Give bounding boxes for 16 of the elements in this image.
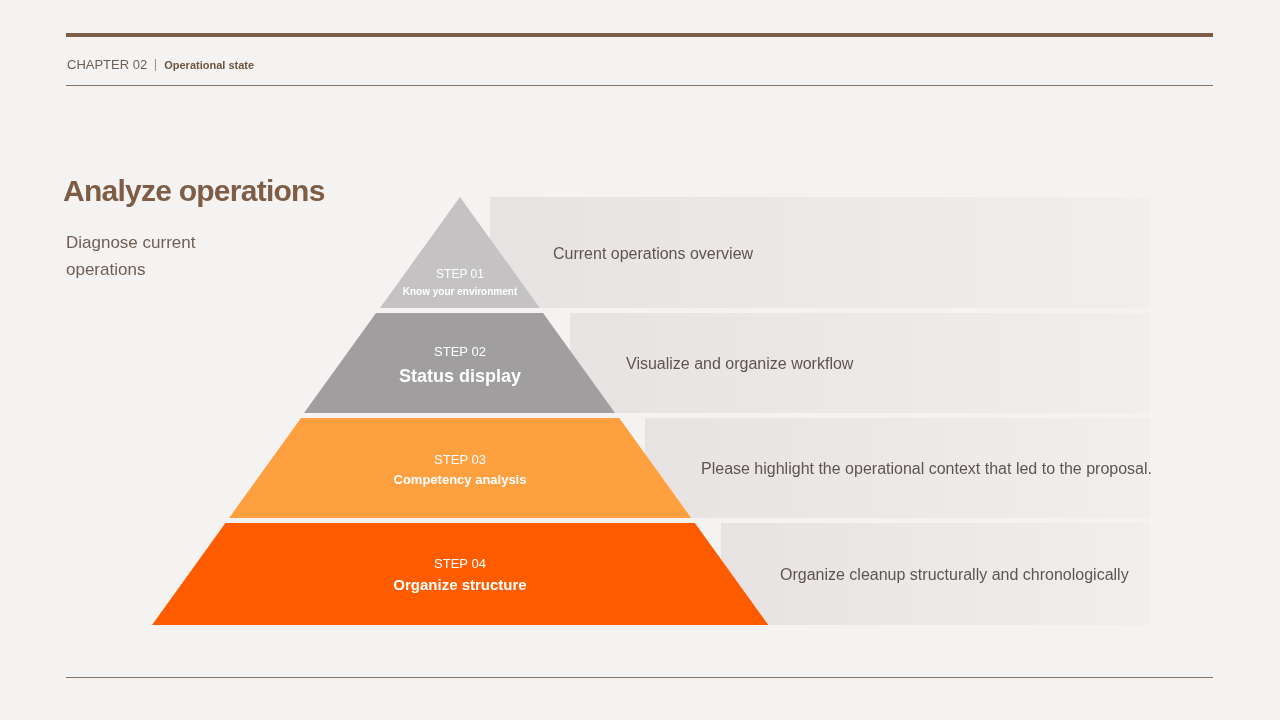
section-label: Operational state — [164, 57, 255, 73]
subtitle-text: Diagnose current operations — [66, 232, 197, 281]
step-title: Competency analysis — [393, 471, 527, 488]
step-title: Know your environment — [402, 285, 518, 298]
step-description: Please highlight the operational context that led to the proposal. — [701, 459, 1152, 479]
step-title: Status display — [398, 364, 521, 387]
chapter-label: CHAPTER 02 — [67, 56, 148, 74]
step-number: STEP 03 — [434, 451, 486, 468]
step-number: STEP 01 — [436, 266, 484, 282]
slide-title: Analyze operations — [63, 173, 325, 209]
step-number: STEP 02 — [434, 344, 486, 361]
step-description: Organize cleanup structurally and chronologically — [780, 565, 1129, 585]
step-description: Visualize and organize workflow — [626, 354, 854, 374]
step-description: Current operations overview — [553, 243, 754, 264]
step-title: Organize structure — [393, 576, 527, 595]
step-number: STEP 04 — [434, 556, 486, 573]
